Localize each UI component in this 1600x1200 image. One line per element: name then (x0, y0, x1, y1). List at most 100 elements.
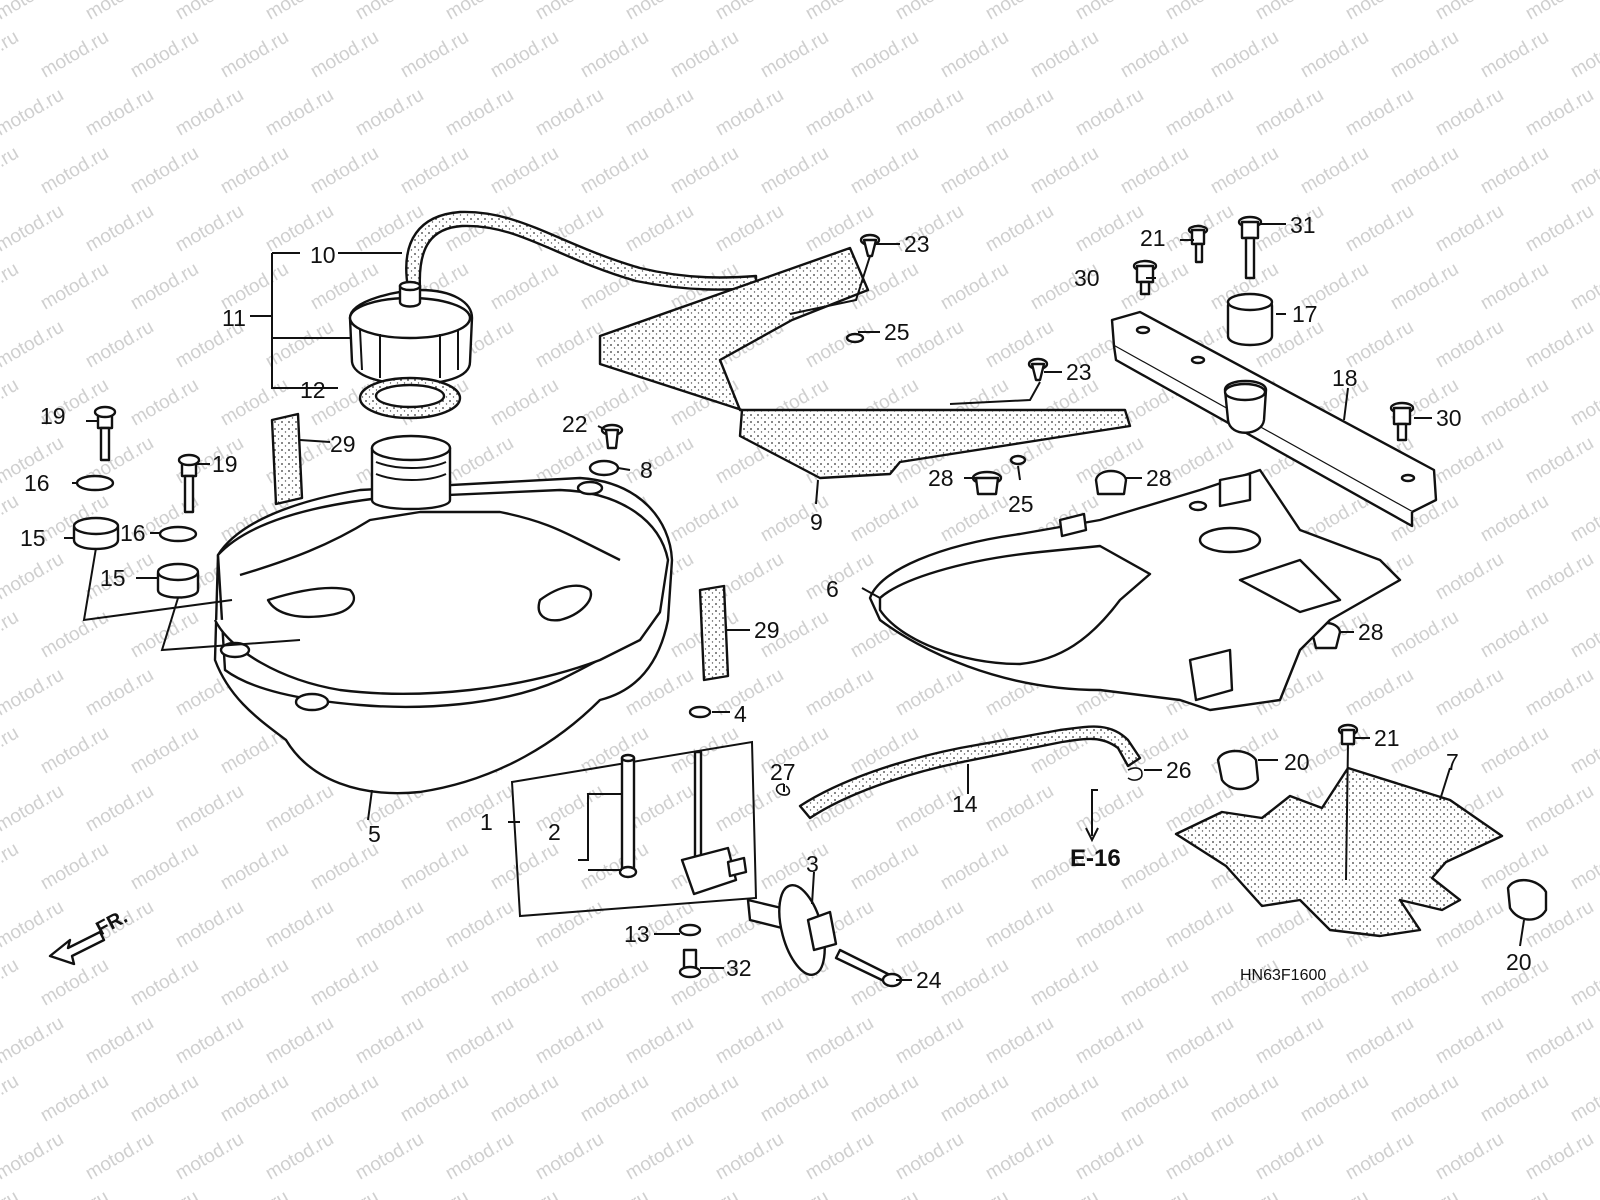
watermark-text: motod.ru (127, 607, 202, 663)
watermark-text: motod.ru (1072, 897, 1147, 953)
watermark-text: motod.ru (217, 1187, 292, 1200)
watermark-text: motod.ru (847, 143, 922, 199)
callout-25-upper: 25 (884, 319, 910, 345)
rubber-pad-lower (698, 584, 730, 682)
watermark-text: motod.ru (487, 259, 562, 315)
watermark-text: motod.ru (532, 1129, 607, 1185)
watermark-text: motod.ru (982, 1013, 1057, 1069)
reference-label: E-16 (1070, 845, 1121, 872)
watermark-text: motod.ru (82, 201, 157, 257)
watermark-text: motod.ru (352, 1129, 427, 1185)
watermark-text: motod.ru (757, 143, 832, 199)
watermark-text: motod.ru (622, 0, 697, 24)
watermark-text: motod.ru (892, 0, 967, 24)
callout-19-upper: 19 (40, 403, 66, 429)
watermark-text: motod.ru (0, 1071, 22, 1127)
watermark-text: motod.ru (172, 85, 247, 141)
watermark-text: motod.ru (577, 143, 652, 199)
watermark-text: motod.ru (127, 143, 202, 199)
watermark-text: motod.ru (1477, 27, 1552, 83)
watermark-text: motod.ru (172, 1013, 247, 1069)
watermark-text: motod.ru (1387, 1071, 1462, 1127)
watermark-text: motod.ru (442, 1013, 517, 1069)
watermark-text: motod.ru (0, 723, 22, 779)
watermark-text: motod.ru (1027, 1071, 1102, 1127)
lower-mat (1174, 766, 1504, 938)
watermark-text: motod.ru (82, 1129, 157, 1185)
watermark-text: motod.ru (352, 1013, 427, 1069)
watermark-text: motod.ru (622, 201, 697, 257)
clip-lower-23 (1009, 357, 1049, 466)
watermark-text: motod.ru (217, 1071, 292, 1127)
watermark-text: motod.ru (0, 897, 67, 953)
watermark-text: motod.ru (622, 1129, 697, 1185)
bolt-21-top (1187, 224, 1209, 264)
watermark-text: motod.ru (577, 1187, 652, 1200)
watermark-text: motod.ru (1567, 1187, 1600, 1200)
watermark-text: motod.ru (1477, 375, 1552, 431)
watermark-text: motod.ru (1477, 1187, 1552, 1200)
watermark-text: motod.ru (1072, 85, 1147, 141)
callout-24: 24 (916, 967, 942, 993)
watermark-text: motod.ru (487, 839, 562, 895)
watermark-text: motod.ru (127, 1071, 202, 1127)
cushion (1226, 292, 1274, 347)
watermark-text: motod.ru (262, 0, 337, 24)
watermark-text: motod.ru (937, 839, 1012, 895)
watermark-text: motod.ru (892, 1013, 967, 1069)
watermark-text: motod.ru (307, 1187, 382, 1200)
watermark-text: motod.ru (217, 143, 292, 199)
callout-28-lower: 28 (1358, 619, 1384, 645)
watermark-text: motod.ru (1072, 0, 1147, 24)
watermark-text: motod.ru (1342, 1013, 1417, 1069)
watermark-text: motod.ru (1567, 375, 1600, 431)
watermark-text: motod.ru (0, 1187, 22, 1200)
watermark-text: motod.ru (352, 85, 427, 141)
watermark-text: motod.ru (1477, 607, 1552, 663)
watermark-text: motod.ru (397, 27, 472, 83)
callout-26: 26 (1166, 757, 1192, 783)
watermark-text: motod.ru (532, 781, 607, 837)
mount-hardware-left (72, 405, 120, 551)
watermark-text: motod.ru (352, 0, 427, 24)
watermark-text: motod.ru (487, 375, 562, 431)
callout-8: 8 (640, 457, 653, 483)
watermark-text: motod.ru (217, 27, 292, 83)
fuel-tank (213, 434, 674, 795)
watermark-text: motod.ru (37, 259, 112, 315)
watermark-text: motod.ru (1117, 1071, 1192, 1127)
watermark-text: motod.ru (1432, 85, 1507, 141)
callout-28-right: 28 (1146, 465, 1172, 491)
callout-15-lower: 15 (100, 565, 126, 591)
watermark-text: motod.ru (1027, 27, 1102, 83)
watermark-text: motod.ru (172, 0, 247, 24)
watermark-text: motod.ru (0, 27, 22, 83)
watermark-text: motod.ru (397, 1071, 472, 1127)
watermark-text: motod.ru (1432, 317, 1507, 373)
watermark-text: motod.ru (127, 839, 202, 895)
watermark-text: motod.ru (1072, 1129, 1147, 1185)
leader-lines (64, 223, 1525, 981)
watermark-text: motod.ru (1567, 491, 1600, 547)
watermark-text: motod.ru (892, 897, 967, 953)
watermark-text: motod.ru (82, 665, 157, 721)
watermark-text: motod.ru (712, 1129, 787, 1185)
watermark-text: motod.ru (487, 1071, 562, 1127)
watermark-text: motod.ru (667, 491, 742, 547)
watermark-text: motod.ru (1567, 607, 1600, 663)
watermark-text: motod.ru (127, 27, 202, 83)
watermark-text: motod.ru (1432, 549, 1507, 605)
watermark-text: motod.ru (982, 1129, 1057, 1185)
callout-23-lower: 23 (1066, 359, 1092, 385)
watermark-text: motod.ru (1162, 1129, 1237, 1185)
callout-20-upper: 20 (1284, 749, 1310, 775)
cap-gasket (358, 376, 462, 420)
watermark-text: motod.ru (0, 85, 67, 141)
fastener-22 (600, 423, 624, 450)
callout-23-upper: 23 (904, 231, 930, 257)
watermark-text: motod.ru (0, 955, 22, 1011)
watermark-text: motod.ru (1342, 317, 1417, 373)
watermark-text: motod.ru (352, 897, 427, 953)
watermark-text: motod.ru (1477, 259, 1552, 315)
watermark-text: motod.ru (1297, 1071, 1372, 1127)
